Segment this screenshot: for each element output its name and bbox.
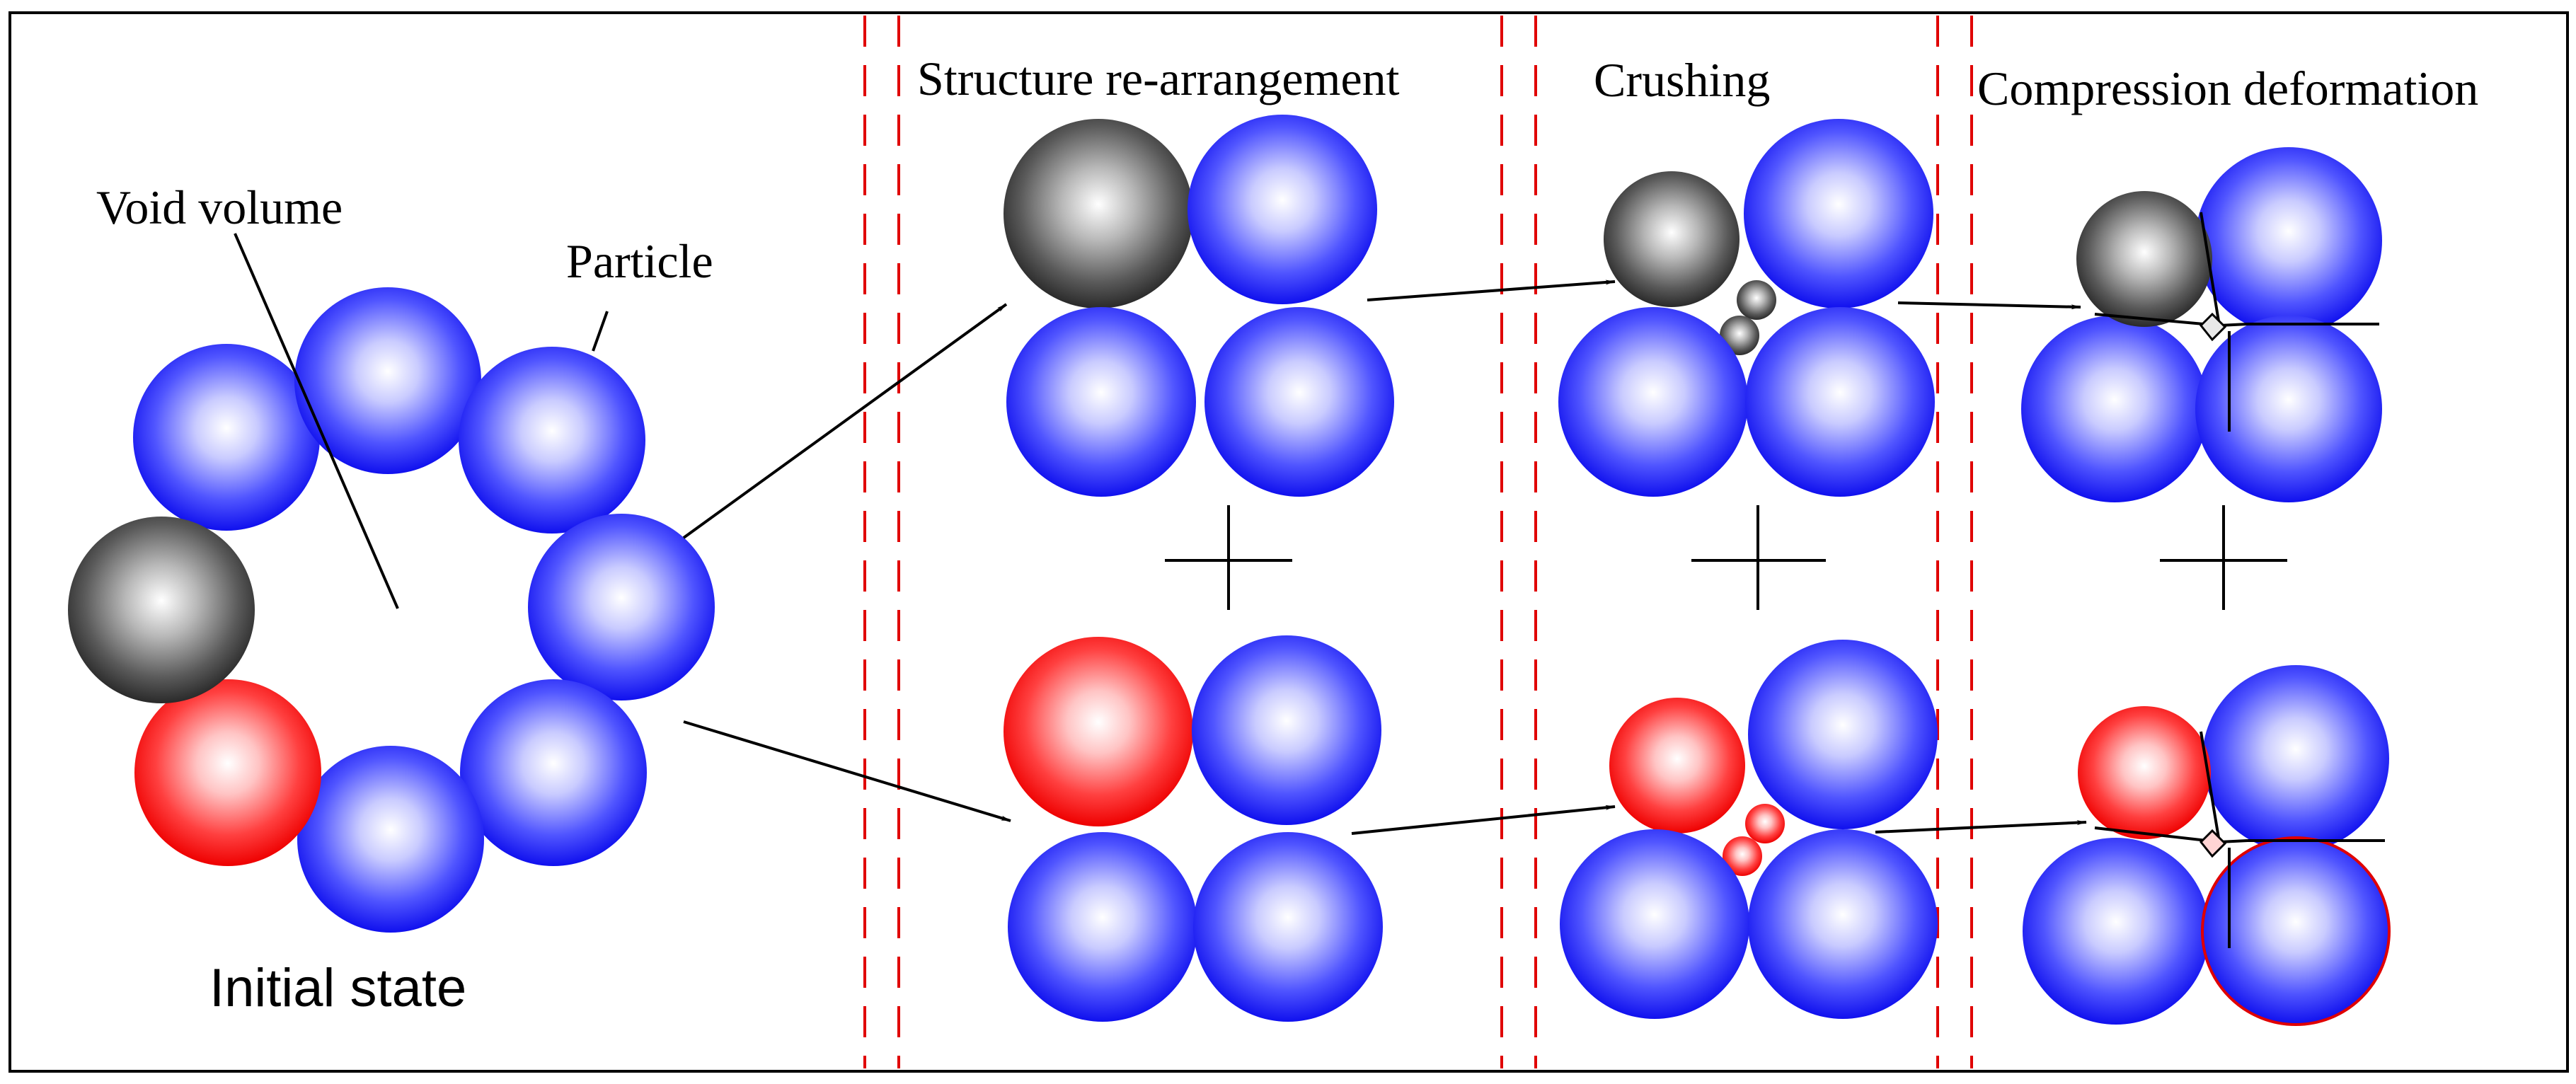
particle-red <box>134 679 321 866</box>
crushing-top-cluster <box>1558 119 1935 497</box>
rearrangement-top-cluster <box>1004 115 1394 497</box>
particle-red <box>1609 698 1745 834</box>
particle-label: Particle <box>566 234 713 288</box>
particle-gray-fragment <box>1720 316 1759 355</box>
stage-dividers <box>863 16 1973 1068</box>
plus-sign-icon <box>1165 505 1292 610</box>
particle-blue <box>2202 665 2389 852</box>
arrow-icon <box>1351 805 1616 835</box>
particle-blue <box>2023 838 2209 1025</box>
particle-gray-fragment <box>1737 280 1776 320</box>
particle-blue <box>1744 119 1933 309</box>
particle-blue <box>1006 307 1196 497</box>
crushing-label: Crushing <box>1594 53 1770 107</box>
particle-blue <box>1204 307 1394 497</box>
particle-blue <box>1188 115 1377 304</box>
particle-blue <box>1008 832 1197 1022</box>
particle-blue <box>2021 316 2208 502</box>
arrow-icon <box>1897 301 2081 310</box>
void-volume-leader <box>234 233 399 609</box>
rearrangement-bottom-cluster <box>1004 635 1383 1022</box>
particle-blue <box>133 344 320 531</box>
particle-leader <box>592 311 609 352</box>
particle-red <box>1004 637 1193 826</box>
transition-arrows <box>682 279 2087 835</box>
particle-gray <box>1004 119 1193 309</box>
particle-red-fragment <box>1745 804 1785 843</box>
particle-blue <box>1748 640 1938 829</box>
void-volume-label: Void volume <box>96 180 343 234</box>
particle-blue <box>460 679 647 866</box>
frame-border <box>8 11 2569 1073</box>
particle-blue <box>528 514 715 700</box>
structure-rearrangement-label: Structure re-arrangement <box>917 52 1400 105</box>
compression-bottom-cluster <box>2023 665 2391 1026</box>
particle-blue <box>2195 147 2382 334</box>
arrow-icon <box>1875 820 2087 834</box>
particle-gray <box>68 517 255 703</box>
particle-blue <box>2201 836 2391 1026</box>
initial-state-ring <box>68 233 715 933</box>
particle-red-fragment <box>1723 836 1762 876</box>
plus-sign-icon <box>2160 505 2287 610</box>
particle-blue <box>1558 307 1748 497</box>
particle-blue <box>1745 307 1935 497</box>
particle-blue <box>459 347 645 534</box>
initial-state-label: Initial state <box>209 958 466 1018</box>
particle-blue <box>1748 829 1938 1019</box>
particle-blue <box>1560 829 1749 1019</box>
compression-top-cluster <box>2021 147 2382 502</box>
particle-gray <box>1604 171 1740 307</box>
particle-red-deformed <box>2078 706 2211 839</box>
particle-blue <box>2195 316 2382 502</box>
crushing-bottom-cluster <box>1560 640 1938 1019</box>
void-pocket <box>2199 312 2227 342</box>
arrow-icon <box>683 720 1011 822</box>
particle-blue <box>297 746 484 933</box>
arrow-icon <box>1367 279 1616 301</box>
particle-blue <box>1193 832 1383 1022</box>
compression-deformation-label: Compression deformation <box>1977 62 2478 115</box>
particle-gray-deformed <box>2076 191 2212 327</box>
void-pocket <box>2199 829 2227 858</box>
particle-blue <box>1192 635 1381 825</box>
plus-sign-icon <box>1691 505 1826 610</box>
particle-blue <box>294 287 481 474</box>
arrow-icon <box>682 303 1008 539</box>
